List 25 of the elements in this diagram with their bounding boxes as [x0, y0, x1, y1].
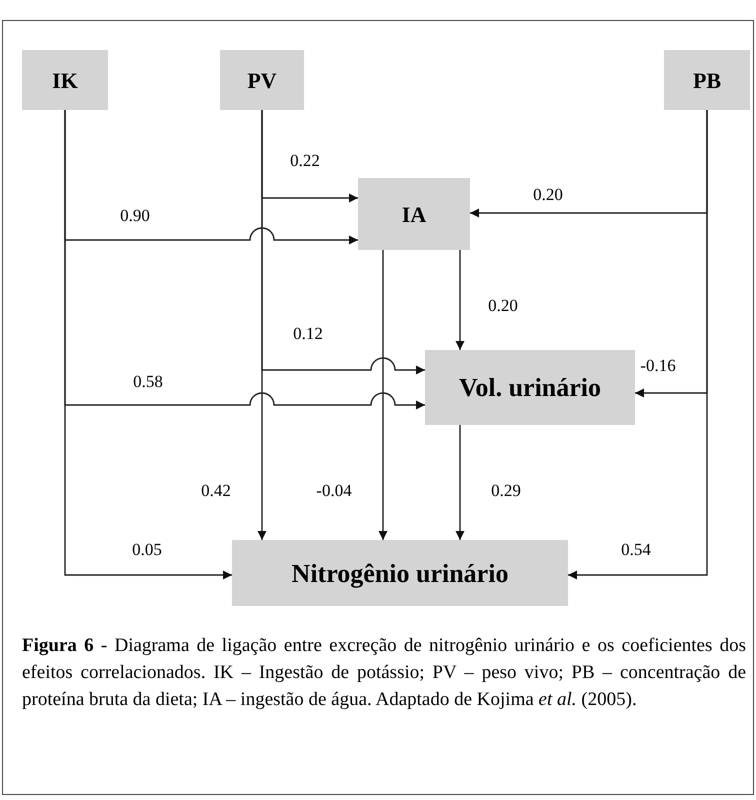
edge-label: 0.20: [487, 297, 519, 314]
arrow: [456, 425, 464, 540]
edge-label: 0.42: [200, 482, 232, 499]
variable-box: PV: [220, 50, 304, 110]
edge-label: 0.20: [532, 186, 564, 203]
edge-label: 0.90: [119, 207, 151, 224]
arrow: [456, 250, 464, 350]
variable-box: PB: [664, 50, 750, 110]
edge-label: 0.29: [490, 482, 522, 499]
figure-caption: Figura 6 - Diagrama de ligação entre excreção de nitrogênio urinário e os coeficientes dos efeitos correlacionados. IK – Ingestão de potássio; PV – peso vivo; PB – concentração de proteína bruta da dieta; IA – ingestão de água. Adaptado de Kojima et al. (2005).: [22, 634, 746, 712]
edge-label: -0.16: [639, 357, 677, 374]
arrow: [378, 250, 388, 540]
variable-box: Vol. urinário: [425, 350, 635, 425]
edge-label: 0.22: [289, 152, 321, 169]
arrow: [568, 110, 708, 580]
arrow: [64, 110, 232, 580]
edge-label: 0.58: [132, 373, 164, 390]
edge-label: -0.04: [315, 482, 353, 499]
arrow: [258, 110, 266, 540]
variable-box: IK: [22, 50, 108, 110]
variable-box: Nitrogênio urinário: [232, 540, 568, 606]
edge-label: 0.12: [292, 325, 324, 342]
edge-label: 0.05: [131, 541, 163, 558]
variable-box: IA: [358, 178, 470, 250]
edge-label: 0.54: [620, 541, 652, 558]
